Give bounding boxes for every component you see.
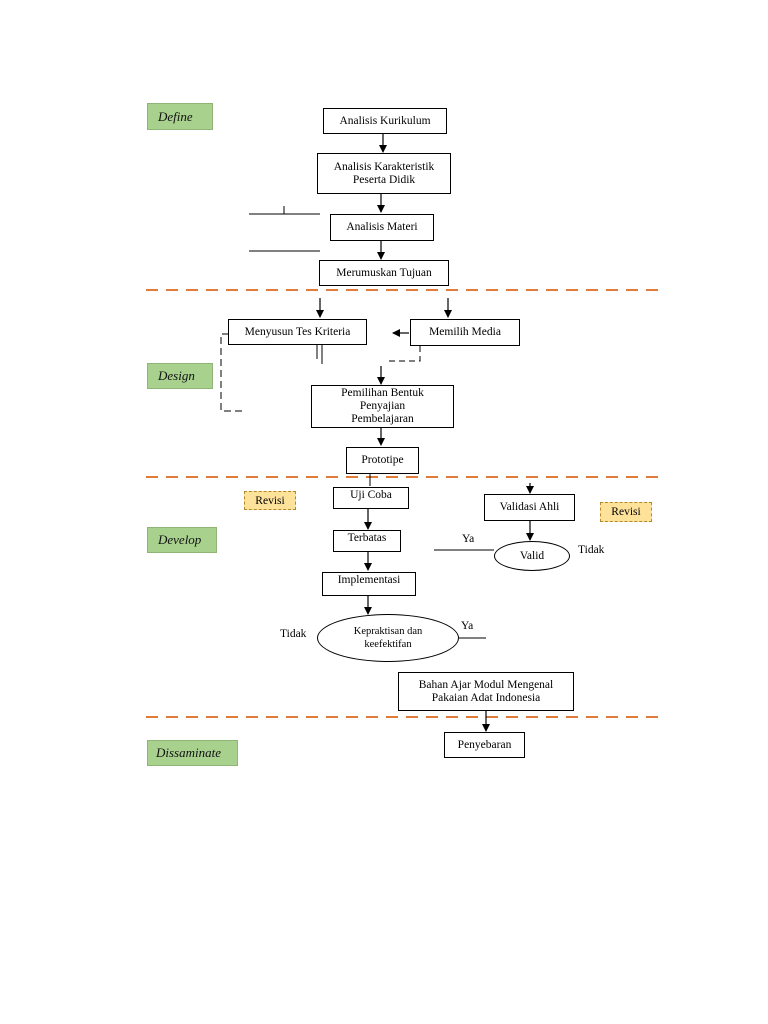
phase-disseminate: Dissaminate bbox=[147, 740, 238, 766]
dashed-media-down bbox=[389, 346, 421, 362]
phase-develop: Develop bbox=[147, 527, 217, 553]
label-tidak-kepraktisan: Tidak bbox=[280, 628, 307, 640]
dashed-loop-left bbox=[220, 333, 244, 412]
label-tidak-valid: Tidak bbox=[578, 544, 605, 556]
node-terbatas: Terbatas bbox=[333, 530, 401, 552]
node-prototipe: Prototipe bbox=[346, 447, 419, 474]
node-analisis-karakteristik: Analisis Karakteristik Peserta Didik bbox=[317, 153, 451, 194]
node-analisis-materi: Analisis Materi bbox=[330, 214, 434, 241]
node-penyebaran: Penyebaran bbox=[444, 732, 525, 758]
node-bahan-ajar: Bahan Ajar Modul Mengenal Pakaian Adat I… bbox=[398, 672, 574, 711]
node-pemilihan-bentuk: Pemilihan Bentuk Penyajian Pembelajaran bbox=[311, 385, 454, 428]
node-menyusun-tes: Menyusun Tes Kriteria bbox=[228, 319, 367, 345]
node-uji-coba: Uji Coba bbox=[333, 487, 409, 509]
node-memilih-media: Memilih Media bbox=[410, 319, 520, 346]
revisi-left: Revisi bbox=[244, 491, 296, 510]
phase-define: Define bbox=[147, 103, 213, 130]
node-analisis-kurikulum: Analisis Kurikulum bbox=[323, 108, 447, 134]
node-merumuskan-tujuan: Merumuskan Tujuan bbox=[319, 260, 449, 286]
node-valid: Valid bbox=[494, 541, 570, 571]
phase-design: Design bbox=[147, 363, 213, 389]
node-validasi-ahli: Validasi Ahli bbox=[484, 494, 575, 521]
revisi-right: Revisi bbox=[600, 502, 652, 522]
node-implementasi: Implementasi bbox=[322, 572, 416, 596]
label-ya-kepraktisan: Ya bbox=[461, 620, 474, 632]
node-kepraktisan: Kepraktisan dan keefektifan bbox=[317, 614, 459, 662]
label-ya-valid: Ya bbox=[462, 533, 475, 545]
